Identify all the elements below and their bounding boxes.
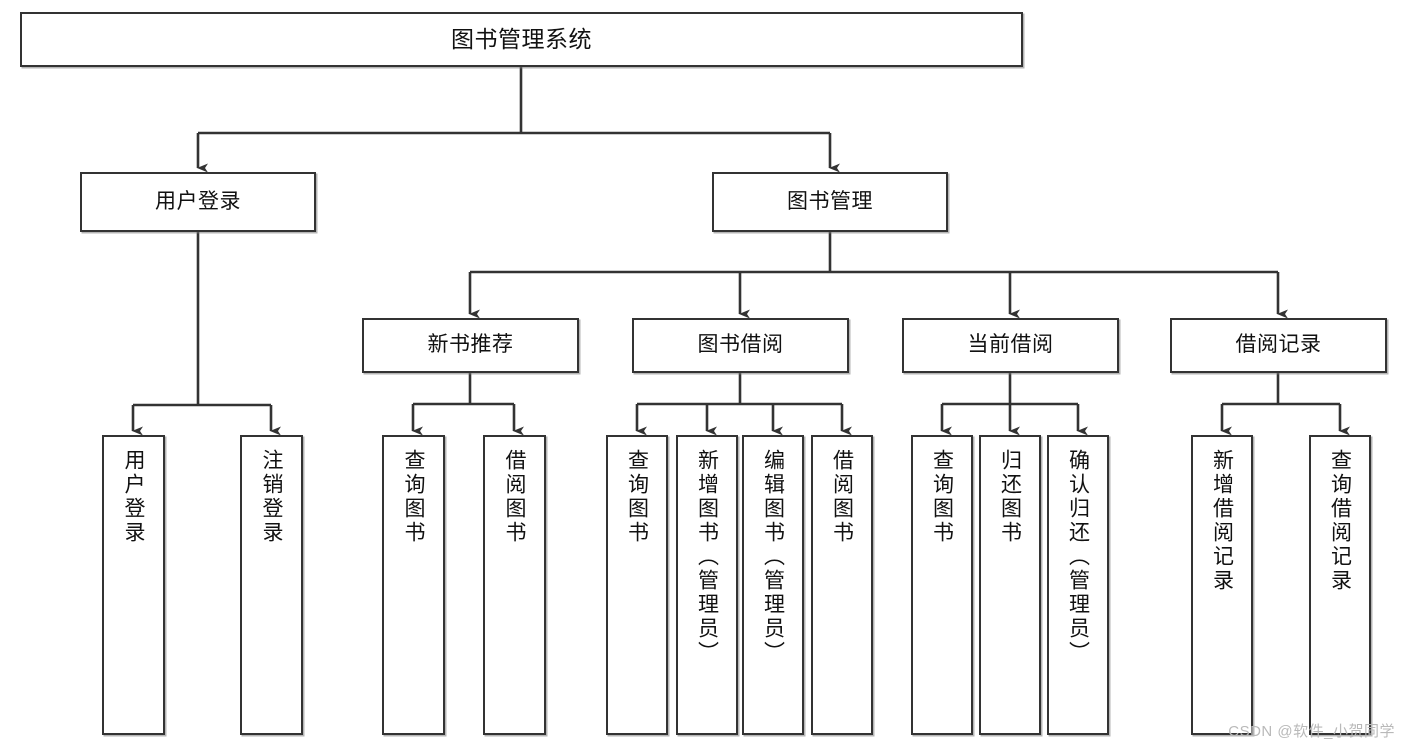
- node-book-borrow[interactable]: 图书借阅: [632, 318, 849, 373]
- leaf-add-book-admin[interactable]: 新增图书（管理员）: [676, 435, 738, 735]
- node-user-login-label: 用户登录: [155, 189, 241, 213]
- leaf-confirm-return-admin[interactable]: 确认归还（管理员）: [1047, 435, 1109, 735]
- node-root-label: 图书管理系统: [451, 25, 592, 52]
- node-borrow-records[interactable]: 借阅记录: [1170, 318, 1387, 373]
- node-user-login[interactable]: 用户登录: [80, 172, 316, 232]
- leaf-confirm-return-admin-label: 确认归还（管理员）: [1066, 449, 1090, 665]
- leaf-query-borrow-record-label: 查询借阅记录: [1328, 449, 1352, 593]
- leaf-borrow-book-recommend-label: 借阅图书: [503, 449, 526, 545]
- leaf-query-book-borrow-label: 查询图书: [625, 449, 649, 545]
- leaf-query-book-recommend-label: 查询图书: [402, 449, 425, 545]
- node-current-borrow[interactable]: 当前借阅: [902, 318, 1119, 373]
- leaf-edit-book-admin-label: 编辑图书（管理员）: [761, 449, 785, 665]
- leaf-return-book-label: 归还图书: [998, 449, 1022, 545]
- leaf-query-book-recommend[interactable]: 查询图书: [382, 435, 445, 735]
- node-root[interactable]: 图书管理系统: [20, 12, 1023, 67]
- leaf-user-login-label: 用户登录: [122, 449, 145, 545]
- leaf-user-login[interactable]: 用户登录: [102, 435, 165, 735]
- node-current-borrow-label: 当前借阅: [967, 333, 1054, 357]
- leaf-add-borrow-record[interactable]: 新增借阅记录: [1191, 435, 1253, 735]
- leaf-query-book-current-label: 查询图书: [930, 449, 954, 545]
- node-new-book-recommend[interactable]: 新书推荐: [362, 318, 579, 373]
- leaf-query-borrow-record[interactable]: 查询借阅记录: [1309, 435, 1371, 735]
- leaf-add-borrow-record-label: 新增借阅记录: [1210, 449, 1234, 593]
- node-book-management-label: 图书管理: [787, 189, 873, 213]
- leaf-edit-book-admin[interactable]: 编辑图书（管理员）: [742, 435, 804, 735]
- leaf-add-book-admin-label: 新增图书（管理员）: [695, 449, 719, 665]
- leaf-logout-label: 注销登录: [260, 449, 283, 545]
- node-book-management[interactable]: 图书管理: [712, 172, 948, 232]
- leaf-return-book[interactable]: 归还图书: [979, 435, 1041, 735]
- node-new-book-recommend-label: 新书推荐: [427, 333, 514, 357]
- leaf-logout[interactable]: 注销登录: [240, 435, 303, 735]
- leaf-borrow-book[interactable]: 借阅图书: [811, 435, 873, 735]
- csdn-watermark: CSDN @软件_小贺同学: [1228, 723, 1395, 740]
- leaf-borrow-book-recommend[interactable]: 借阅图书: [483, 435, 546, 735]
- leaf-query-book-borrow[interactable]: 查询图书: [606, 435, 668, 735]
- leaf-borrow-book-label: 借阅图书: [830, 449, 854, 545]
- leaf-query-book-current[interactable]: 查询图书: [911, 435, 973, 735]
- node-borrow-records-label: 借阅记录: [1235, 333, 1322, 357]
- node-book-borrow-label: 图书借阅: [697, 333, 784, 357]
